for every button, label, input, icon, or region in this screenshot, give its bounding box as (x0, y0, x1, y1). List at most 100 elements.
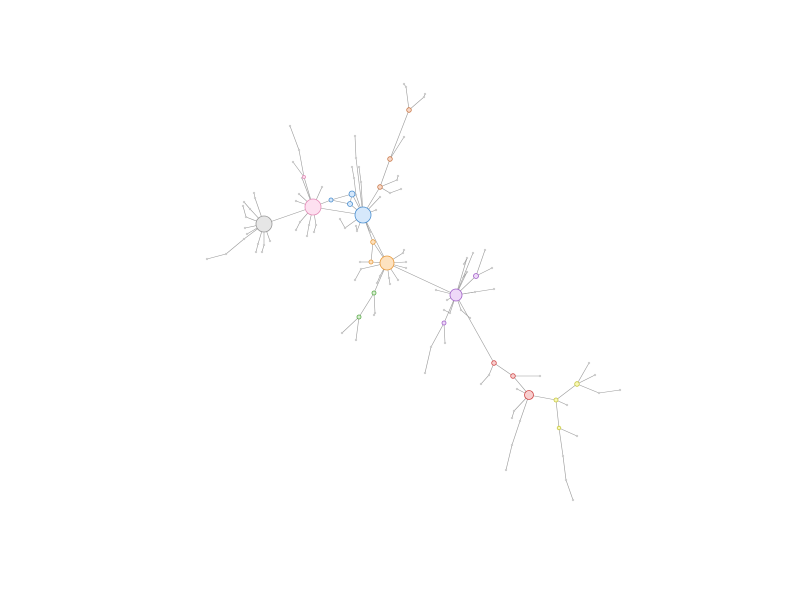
graph-edge (379, 158, 391, 188)
orange-hub-node (379, 255, 395, 271)
leaf-node (314, 223, 318, 227)
leaf-node (565, 403, 569, 407)
leaf-node (575, 434, 579, 438)
leaf-node (241, 204, 245, 208)
pink-a-node (302, 175, 306, 179)
leaf-edge (389, 136, 405, 160)
leaf-node (515, 387, 519, 391)
graph-edge (330, 199, 351, 205)
leaf-edge (313, 224, 317, 233)
leaf-node (483, 248, 487, 252)
leaf-node (357, 165, 361, 169)
leaf-node (372, 313, 376, 317)
blue-a-node (348, 190, 356, 198)
graph-edge (263, 206, 314, 225)
leaf-node (378, 195, 382, 199)
leaf-node (294, 228, 298, 232)
purple-a-node (473, 273, 479, 279)
leaf-edge (295, 221, 301, 231)
leaf-edge (511, 420, 521, 446)
graph-edge (455, 294, 495, 364)
leaf-node (593, 373, 597, 377)
leaf-node (422, 95, 426, 99)
leaf-edge (598, 389, 621, 394)
leaf-node (388, 282, 392, 286)
green-a-node (371, 290, 377, 296)
leaf-edge (455, 257, 468, 296)
brown-c-node (406, 107, 412, 113)
leaf-node (288, 124, 292, 128)
leaf-node (468, 316, 472, 320)
leaf-node (338, 217, 342, 221)
leaf-edge (289, 125, 300, 151)
leaf-edge (480, 374, 490, 385)
leaf-node (564, 478, 568, 482)
leaf-node (291, 160, 295, 164)
leaf-edge (355, 316, 360, 341)
graph-edge (312, 206, 364, 216)
leaf-node (260, 250, 264, 254)
leaf-node (404, 260, 408, 264)
leaf-node (358, 260, 362, 264)
leaf-node (396, 278, 400, 282)
leaf-node (510, 416, 514, 420)
leaf-edge (255, 243, 259, 253)
leaf-node (561, 454, 565, 458)
yellow-b-node (553, 397, 559, 403)
leaf-edge (460, 309, 471, 319)
graph-edge (493, 362, 514, 377)
leaf-node (461, 276, 465, 280)
graph-edge (370, 241, 374, 263)
leaf-edge (576, 374, 596, 385)
yellow-a-node (574, 381, 580, 387)
leaf-edge (306, 224, 310, 237)
leaf-node (538, 374, 542, 378)
leaf-node (448, 311, 452, 315)
leaf-node (479, 382, 483, 386)
leaf-node (248, 207, 252, 211)
leaf-node (423, 92, 427, 96)
leaf-node (445, 298, 449, 302)
leaf-node (388, 191, 392, 195)
leaf-node (518, 419, 522, 423)
graph-edge (386, 262, 457, 296)
leaf-node (597, 391, 601, 395)
leaf-edge (206, 253, 227, 260)
leaf-node (473, 290, 477, 294)
leaf-node (242, 237, 246, 241)
leaf-node (256, 242, 260, 246)
leaf-node (224, 252, 228, 256)
leaf-node (205, 257, 209, 261)
leaf-node (429, 345, 433, 349)
leaf-node (373, 311, 377, 315)
leaf-edge (242, 205, 247, 218)
leaf-edge (430, 322, 445, 348)
leaf-edge (576, 362, 590, 385)
leaf-node (471, 251, 475, 255)
leaf-edge (339, 218, 346, 229)
leaf-node (354, 156, 358, 160)
leaf-node (340, 331, 344, 335)
leaf-edge (351, 166, 355, 179)
leaf-edge (379, 179, 398, 188)
leaf-edge (424, 346, 432, 374)
leaf-node (242, 200, 246, 204)
graph-edge (555, 383, 578, 401)
leaf-node (399, 187, 403, 191)
leaf-node (307, 223, 311, 227)
orange-a-node (370, 239, 376, 245)
leaf-edge (292, 161, 305, 178)
leaf-edge (355, 157, 364, 216)
leaf-edge (565, 479, 574, 501)
leaf-node (402, 82, 406, 86)
leaf-node (459, 308, 463, 312)
leaf-node (353, 278, 357, 282)
leaf-node (243, 226, 247, 230)
leaf-node (268, 239, 272, 243)
blue-b-node (347, 201, 353, 207)
graph-nodes (205, 82, 622, 502)
leaf-node (443, 341, 447, 345)
leaf-node (254, 250, 258, 254)
leaf-edge (353, 177, 357, 196)
